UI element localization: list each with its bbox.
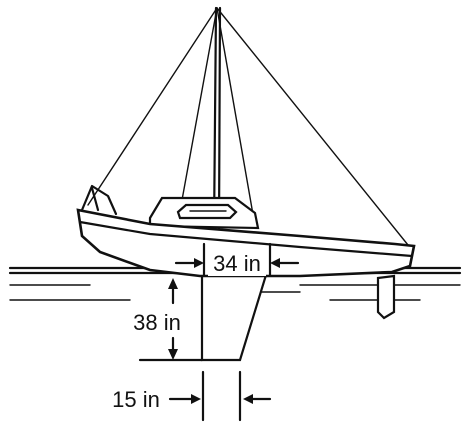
arrowhead-left [194, 258, 204, 268]
pulpit-post [90, 186, 100, 212]
dimension-keel-bottom: 15 in [112, 370, 272, 422]
label-bg-width [208, 250, 266, 276]
bottom-arrowhead-left [191, 394, 201, 404]
depth-arrowhead-top [168, 278, 178, 289]
cabin [148, 196, 260, 230]
keel-bottom-width-label: 15 in [112, 387, 160, 412]
backstay [216, 7, 409, 246]
arrowhead-right [270, 258, 280, 268]
rudder [376, 274, 396, 320]
hull-width-label: 34 in [213, 251, 261, 276]
hull [76, 208, 416, 278]
hull-sheer-stripe [78, 220, 414, 258]
dimension-hull-width: 34 in [174, 242, 300, 277]
pulpit-rail [80, 184, 118, 216]
keel-depth-label: 38 in [133, 310, 181, 335]
depth-arrowhead-bottom [168, 349, 178, 360]
mast-edge [217, 6, 222, 232]
bottom-arrowhead-right [243, 394, 253, 404]
mast [212, 6, 218, 232]
shroud-right [216, 7, 256, 227]
shroud-left [177, 7, 218, 223]
rudder-blade [376, 274, 396, 320]
bow-pulpit [80, 184, 118, 216]
dimension-keel-depth: 38 in [133, 278, 204, 362]
rigging [87, 6, 409, 246]
forestay [87, 7, 218, 206]
